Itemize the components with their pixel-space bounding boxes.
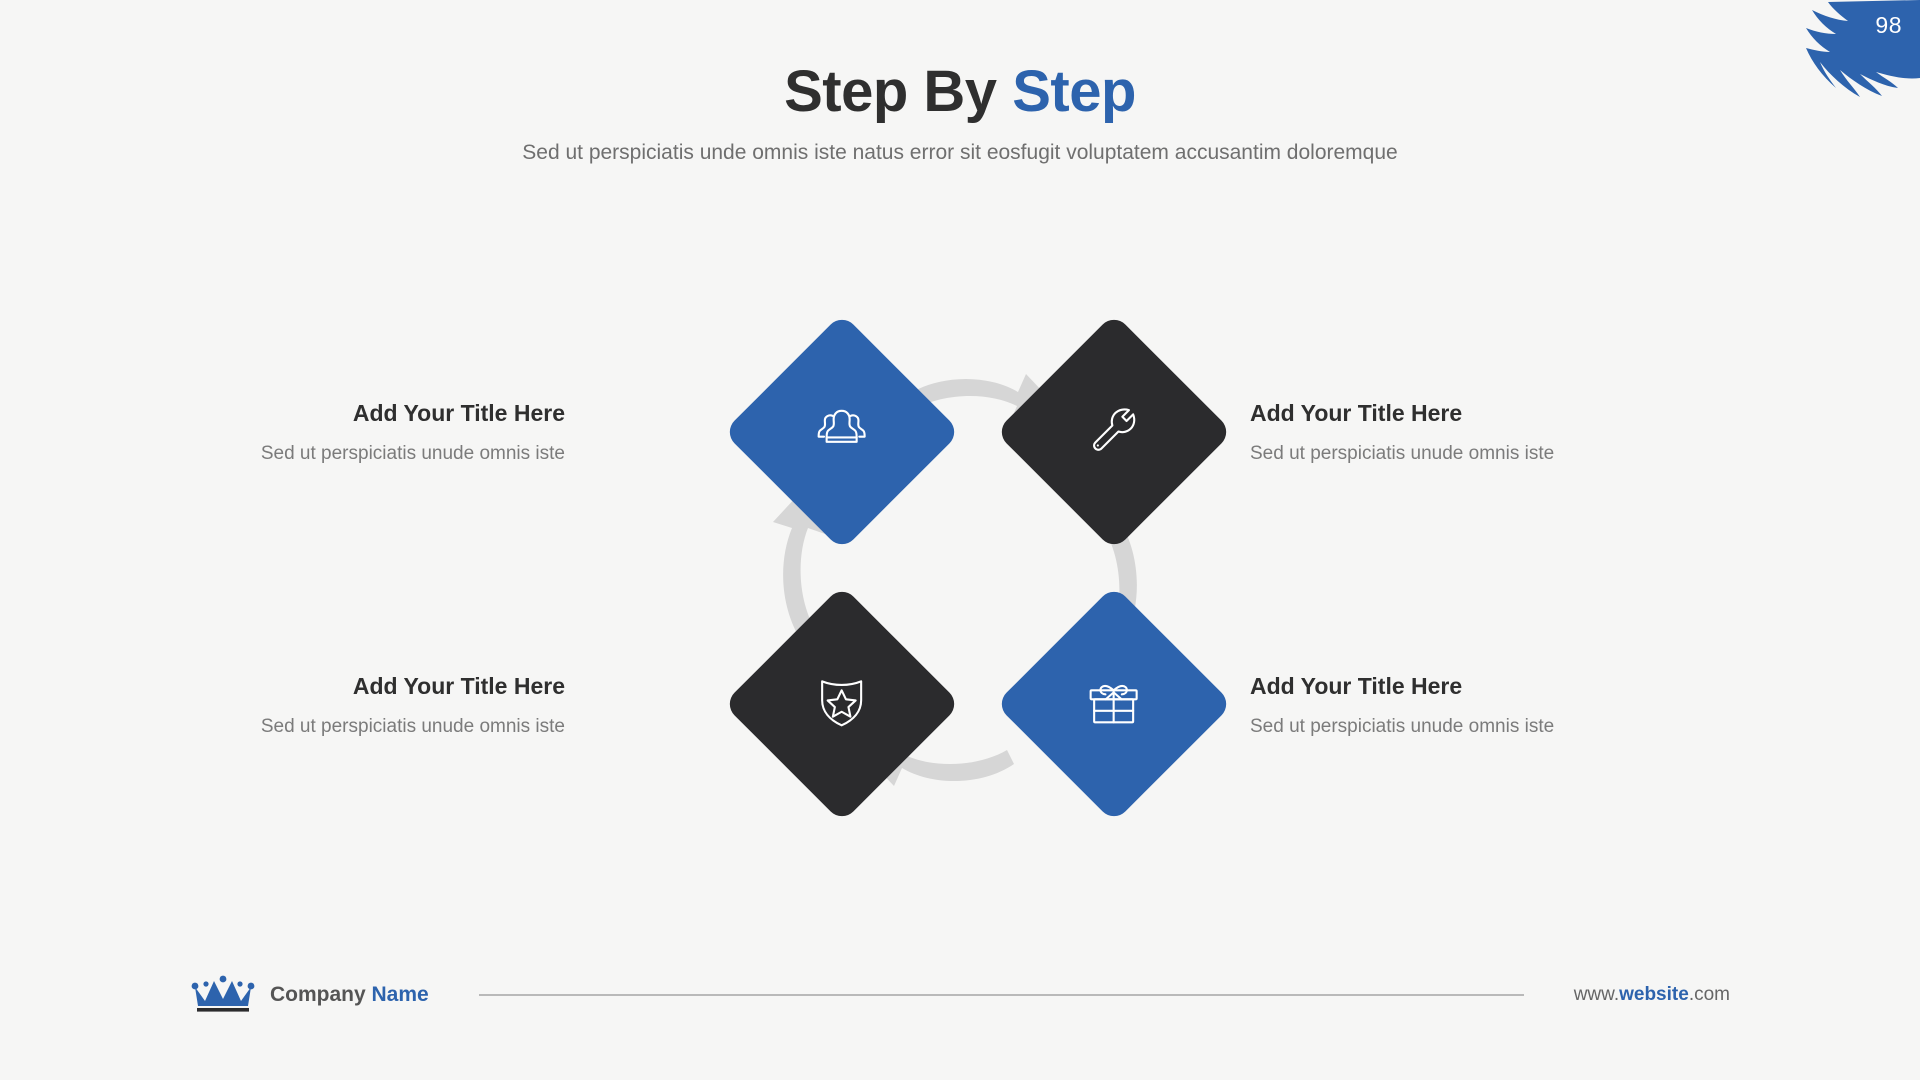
label-3: Add Your Title Here Sed ut perspiciatis …	[185, 673, 565, 739]
label-2: Add Your Title Here Sed ut perspiciatis …	[1250, 400, 1630, 466]
url-accent: website	[1619, 984, 1689, 1005]
title-accent: Step	[1012, 59, 1136, 124]
node-rewards[interactable]	[995, 585, 1233, 823]
page-number-badge: 98	[1780, 0, 1920, 110]
page-title: Step By Step	[0, 59, 1920, 124]
label-4-title: Add Your Title Here	[1250, 673, 1463, 699]
node-users[interactable]	[723, 313, 961, 551]
brand: Company Name	[190, 975, 429, 1015]
users-group-icon	[815, 407, 869, 458]
label-4: Add Your Title Here Sed ut perspiciatis …	[1250, 673, 1630, 739]
cycle-diagram	[710, 313, 1233, 830]
brand-name-plain: Company	[270, 983, 372, 1006]
label-3-desc: Sed ut perspiciatis unude omnis iste	[260, 715, 565, 737]
label-1-title: Add Your Title Here	[352, 400, 565, 426]
wrench-icon	[1089, 405, 1139, 460]
shield-star-icon	[817, 676, 867, 733]
brush-stroke-icon	[1806, 0, 1920, 97]
title-main: Step By	[784, 59, 1013, 124]
label-1: Add Your Title Here Sed ut perspiciatis …	[185, 400, 565, 466]
label-4-desc: Sed ut perspiciatis unude omnis iste	[1250, 715, 1555, 737]
label-1-desc: Sed ut perspiciatis unude omnis iste	[260, 442, 565, 464]
gift-box-icon	[1088, 676, 1140, 733]
slide-header: Step By Step Sed ut perspiciatis unde om…	[0, 59, 1920, 165]
website-url[interactable]: www.website.com	[1574, 984, 1730, 1006]
label-2-title: Add Your Title Here	[1250, 400, 1463, 426]
slide-footer: Company Name www.website.com	[0, 970, 1920, 1020]
node-security[interactable]	[723, 585, 961, 823]
label-2-desc: Sed ut perspiciatis unude omnis iste	[1250, 442, 1555, 464]
node-tools[interactable]	[995, 313, 1233, 551]
page-subtitle: Sed ut perspiciatis unde omnis iste natu…	[522, 140, 1398, 164]
footer-divider	[478, 994, 1524, 996]
url-suffix: .com	[1688, 984, 1730, 1005]
label-3-title: Add Your Title Here	[352, 673, 565, 699]
crown-icon	[191, 975, 255, 1012]
brand-name: Company Name	[270, 983, 429, 1007]
page-number: 98	[1875, 12, 1902, 38]
brand-name-accent: Name	[371, 983, 429, 1006]
url-prefix: www.	[1573, 984, 1620, 1005]
